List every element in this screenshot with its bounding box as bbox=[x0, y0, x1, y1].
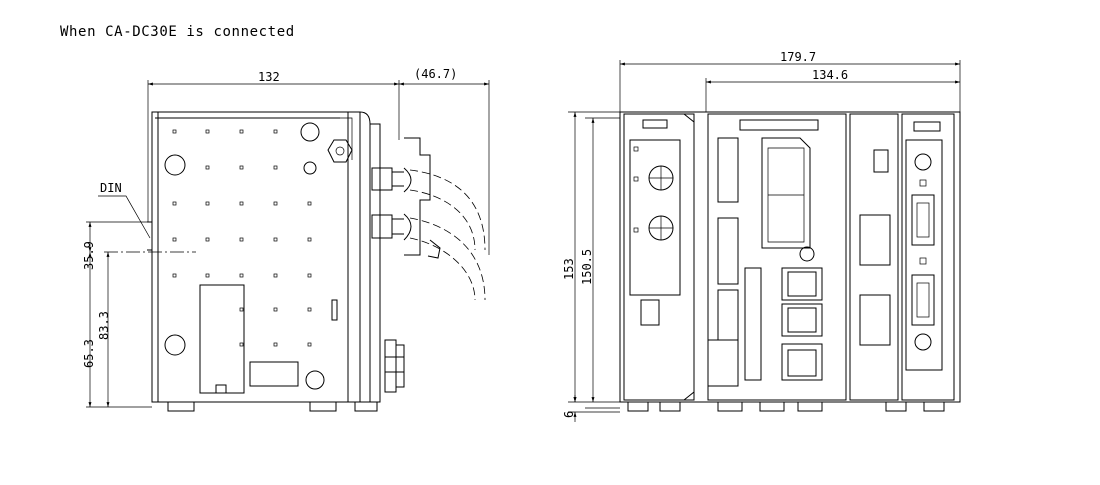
vent-mark bbox=[307, 237, 312, 242]
dim-134-6: 134.6 bbox=[812, 68, 848, 82]
vent-mark bbox=[307, 342, 312, 347]
vent-mark bbox=[239, 342, 244, 347]
side-hole bbox=[164, 334, 186, 356]
vent-mark bbox=[273, 165, 278, 170]
vent-mark bbox=[273, 129, 278, 134]
vent-mark bbox=[172, 237, 177, 242]
vent-mark bbox=[239, 307, 244, 312]
vent-mark bbox=[273, 201, 278, 206]
front-dimensions: 179.7 134.6 153 150.5 6 bbox=[562, 50, 961, 422]
vent-mark bbox=[307, 273, 312, 278]
din-clip bbox=[147, 221, 153, 251]
dim-65-3: 65.3 bbox=[82, 339, 96, 368]
side-hole bbox=[303, 161, 317, 175]
vent-mark bbox=[273, 237, 278, 242]
vent-mark bbox=[205, 273, 210, 278]
side-bracket bbox=[327, 139, 353, 163]
front-outline bbox=[619, 111, 961, 403]
vent-mark bbox=[239, 129, 244, 134]
dim-35-9: 35.9 bbox=[82, 241, 96, 270]
front-module-power bbox=[623, 113, 695, 401]
front-module-expansion bbox=[849, 113, 955, 401]
vent-mark bbox=[307, 201, 312, 206]
vent-mark bbox=[307, 307, 312, 312]
vent-mark bbox=[239, 201, 244, 206]
side-feet bbox=[167, 401, 378, 412]
front-view bbox=[619, 111, 961, 412]
side-hole bbox=[164, 154, 186, 176]
dim-6: 6 bbox=[562, 411, 576, 418]
din-label: DIN bbox=[100, 181, 122, 195]
vent-mark bbox=[273, 273, 278, 278]
vent-mark bbox=[205, 129, 210, 134]
vent-mark bbox=[239, 273, 244, 278]
side-dimensions: 132 (46.7) DIN 35.9 83.3 65.3 bbox=[82, 67, 489, 408]
vent-mark bbox=[205, 237, 210, 242]
side-body-outline bbox=[151, 111, 349, 403]
side-vent-pattern bbox=[172, 129, 312, 347]
side-rear-panel bbox=[348, 111, 371, 403]
side-cables bbox=[409, 169, 486, 301]
dim-83-3: 83.3 bbox=[97, 311, 111, 340]
dim-cable-depth: (46.7) bbox=[414, 67, 457, 81]
front-module-controller bbox=[707, 113, 847, 401]
vent-mark bbox=[172, 201, 177, 206]
vent-mark bbox=[205, 201, 210, 206]
side-hole bbox=[300, 122, 320, 142]
dim-width-132: 132 bbox=[258, 70, 280, 84]
vent-mark bbox=[239, 237, 244, 242]
status-led bbox=[640, 299, 660, 326]
side-label-window bbox=[199, 284, 245, 394]
dim-153: 153 bbox=[562, 258, 576, 280]
vent-mark bbox=[239, 165, 244, 170]
dim-179-7: 179.7 bbox=[780, 50, 816, 64]
dim-150-5: 150.5 bbox=[580, 249, 594, 285]
front-feet bbox=[627, 401, 945, 412]
drawing-title: When CA-DC30E is connected bbox=[60, 24, 295, 40]
vent-mark bbox=[205, 165, 210, 170]
side-hole bbox=[305, 370, 325, 390]
side-view bbox=[147, 80, 490, 412]
vent-mark bbox=[273, 307, 278, 312]
side-connectors bbox=[371, 137, 441, 393]
vent-mark bbox=[273, 342, 278, 347]
vent-mark bbox=[172, 273, 177, 278]
vent-mark bbox=[172, 129, 177, 134]
side-slot bbox=[249, 361, 299, 387]
